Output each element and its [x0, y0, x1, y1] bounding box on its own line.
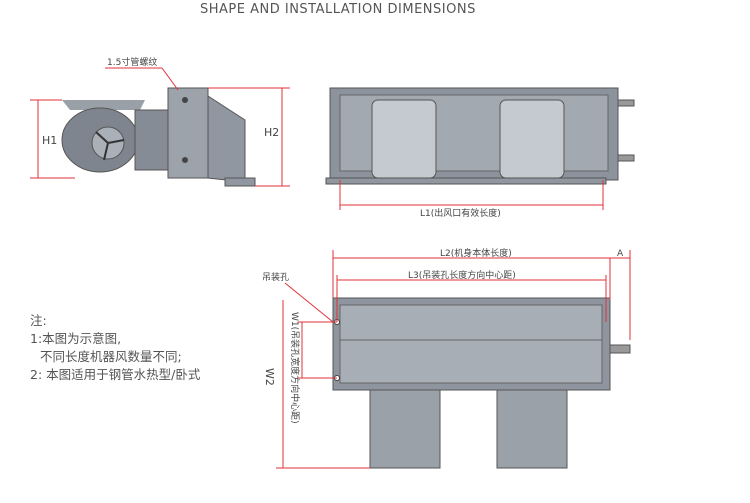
note-1: 1:本图为示意图, [30, 331, 122, 346]
l1-label: L1(出风口有效长度) [420, 207, 501, 219]
w1-label: W1(吊装孔宽度方向中心距) [289, 312, 301, 424]
page-title: SHAPE AND INSTALLATION DIMENSIONS [200, 2, 476, 17]
a-label: A [617, 249, 624, 259]
notes: 注: 1:本图为示意图, 不同长度机器风数量不同; 2: 本图适用于钢管水热型/… [30, 312, 200, 384]
front-view [325, 87, 635, 185]
notes-heading: 注: [30, 313, 47, 328]
note-1b: 不同长度机器风数量不同; [40, 349, 182, 364]
l3-label: L3(吊装孔长度方向中心距) [408, 269, 516, 281]
side-dimensions [30, 67, 290, 187]
side-view [61, 87, 256, 187]
l2-label: L2(机身本体长度) [440, 247, 512, 259]
plan-dimensions [276, 250, 631, 469]
plan-view [332, 297, 631, 469]
pipe-thread-label: 1.5寸管螺纹 [107, 56, 157, 68]
h2-label: H2 [264, 126, 279, 139]
w2-label: W2 [263, 368, 276, 386]
h1-label: H1 [42, 134, 57, 147]
note-2: 2: 本图适用于钢管水热型/卧式 [30, 367, 201, 382]
hanging-hole-label: 吊装孔 [262, 271, 289, 283]
front-dimensions [339, 180, 604, 210]
